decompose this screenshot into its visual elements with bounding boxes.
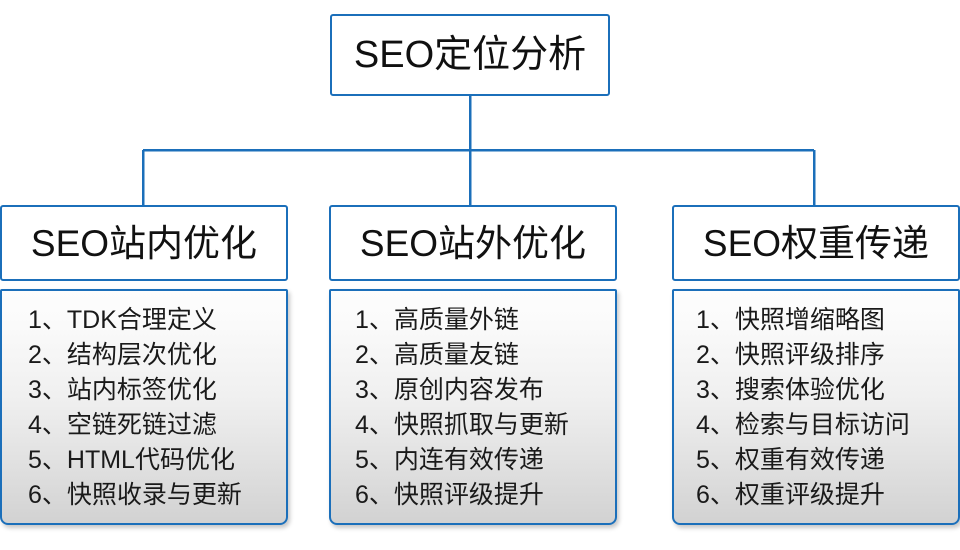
list-item: 2、快照评级排序 [696, 341, 885, 369]
list-item: 2、高质量友链 [355, 341, 519, 369]
list-item: 6、权重评级提升 [696, 481, 885, 509]
list-item: 3、站内标签优化 [28, 376, 217, 404]
branch-column-3: SEO权重传递 1、快照增缩略图 2、快照评级排序 3、搜索体验优化 4、检索与… [672, 205, 960, 525]
list-item: 4、快照抓取与更新 [355, 411, 569, 439]
root-node[interactable]: SEO定位分析 [330, 14, 610, 96]
list-item: 3、原创内容发布 [355, 376, 544, 404]
list-item: 1、高质量外链 [355, 306, 519, 334]
list-item: 3、搜索体验优化 [696, 376, 885, 404]
branch-list-1: 1、TDK合理定义 2、结构层次优化 3、站内标签优化 4、空链死链过滤 5、H… [0, 289, 288, 525]
list-item: 5、HTML代码优化 [28, 446, 235, 474]
branch-header-2[interactable]: SEO站外优化 [329, 205, 617, 281]
list-item: 1、快照增缩略图 [696, 306, 885, 334]
list-item: 2、结构层次优化 [28, 341, 217, 369]
list-item: 5、内连有效传递 [355, 446, 544, 474]
list-item: 5、权重有效传递 [696, 446, 885, 474]
branch-header-label-1: SEO站内优化 [30, 222, 258, 264]
list-item: 6、快照收录与更新 [28, 481, 242, 509]
branch-list-2: 1、高质量外链 2、高质量友链 3、原创内容发布 4、快照抓取与更新 5、内连有… [329, 289, 617, 525]
branch-header-label-2: SEO站外优化 [359, 222, 587, 264]
branch-column-2: SEO站外优化 1、高质量外链 2、高质量友链 3、原创内容发布 4、快照抓取与… [329, 205, 617, 525]
list-item: 4、检索与目标访问 [696, 411, 910, 439]
list-item: 1、TDK合理定义 [28, 306, 217, 334]
list-item: 6、快照评级提升 [355, 481, 544, 509]
branch-header-label-3: SEO权重传递 [702, 222, 930, 264]
list-item: 4、空链死链过滤 [28, 411, 217, 439]
branch-column-1: SEO站内优化 1、TDK合理定义 2、结构层次优化 3、站内标签优化 4、空链… [0, 205, 288, 525]
branch-list-3: 1、快照增缩略图 2、快照评级排序 3、搜索体验优化 4、检索与目标访问 5、权… [672, 289, 960, 525]
branch-header-1[interactable]: SEO站内优化 [0, 205, 288, 281]
branch-header-3[interactable]: SEO权重传递 [672, 205, 960, 281]
root-node-label: SEO定位分析 [353, 34, 587, 76]
